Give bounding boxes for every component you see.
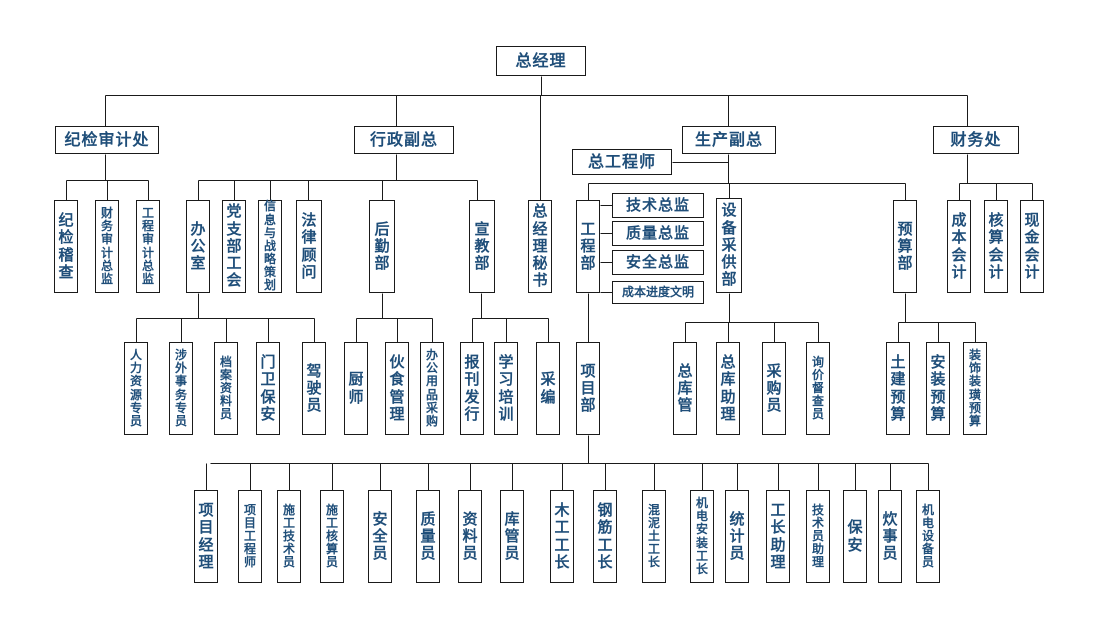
node-construction-tech: 施 工 技 术 员 [277, 490, 301, 583]
node-project-engineer: 项 目 工 程 师 [238, 490, 262, 583]
node-storekeeper: 库 管 员 [500, 490, 524, 583]
node-training: 学 习 培 训 [494, 342, 518, 435]
node-hr-specialist: 人 力 资 源 专 员 [124, 342, 148, 435]
node-finance-audit-director: 财 务 审 计 总 监 [95, 200, 119, 293]
node-office-supplies: 办 公 用 品 采 购 [420, 342, 444, 435]
node-tech-director: 技术总监 [612, 193, 704, 218]
node-ceo: 总经理 [496, 46, 586, 76]
node-legal-counsel: 法 律 顾 问 [296, 200, 322, 293]
node-procurement-dept: 设 备 采 供 部 [716, 198, 742, 293]
node-logistics: 后 勤 部 [369, 200, 395, 293]
node-safety-director: 安全总监 [612, 250, 704, 275]
node-gate-guard: 门 卫 保 安 [256, 342, 280, 435]
node-mep-equipment: 机 电 设 备 员 [916, 490, 940, 583]
node-technician-assistant: 技 术 员 助 理 [806, 490, 830, 583]
node-archivist: 档 案 资 料 员 [214, 342, 238, 435]
node-decoration-budget: 装 饰 装 璜 预 算 [963, 342, 987, 435]
node-catering-mgmt: 伙 食 管 理 [385, 342, 409, 435]
node-discipline-audit: 纪检审计处 [55, 126, 159, 154]
node-civil-budget: 土 建 预 算 [886, 342, 910, 435]
node-driver: 驾 驶 员 [302, 342, 326, 435]
node-mep-foreman: 机 电 安 装 工 长 [690, 490, 714, 583]
node-safety-officer: 安 全 员 [368, 490, 392, 583]
node-info-strategy: 信 息 与 战 略 策 划 [258, 200, 282, 293]
node-purchaser: 采 购 员 [762, 342, 786, 435]
node-party-union: 党 支 部 工 会 [222, 200, 246, 293]
node-warehouse-assistant: 总 库 助 理 [716, 342, 740, 435]
node-chef: 厨 师 [344, 342, 368, 435]
node-admin-vp: 行政副总 [354, 126, 454, 154]
node-office: 办 公 室 [186, 200, 210, 293]
node-finance: 财务处 [933, 126, 1019, 154]
node-publicity: 宣 教 部 [469, 200, 495, 293]
node-audit-accounting: 核 算 会 计 [984, 200, 1008, 293]
node-newspaper: 报 刊 发 行 [460, 342, 484, 435]
node-discipline-inspection: 纪 检 稽 查 [54, 200, 78, 293]
node-cook: 炊 事 员 [878, 490, 902, 583]
node-security-guard: 保 安 [843, 490, 867, 583]
node-chief-warehouse: 总 库 管 [673, 342, 697, 435]
node-price-inspector: 询 价 督 查 员 [806, 342, 830, 435]
node-documentation-officer: 资 料 员 [458, 490, 482, 583]
node-cash-accounting: 现 金 会 计 [1020, 200, 1044, 293]
node-install-budget: 安 装 预 算 [926, 342, 950, 435]
node-quality-director: 质量总监 [612, 221, 704, 246]
node-quality-officer: 质 量 员 [416, 490, 440, 583]
node-rebar-foreman: 钢 筋 工 长 [593, 490, 617, 583]
node-editor: 采 编 [536, 342, 560, 435]
node-statistician: 统 计 员 [725, 490, 749, 583]
node-production-vp: 生产副总 [682, 126, 776, 154]
node-foreman-assistant: 工 长 助 理 [766, 490, 790, 583]
node-project-manager: 项 目 经 理 [194, 490, 218, 583]
node-cost-progress: 成本进度文明 [612, 281, 704, 304]
node-engineering-dept: 工 程 部 [576, 200, 600, 293]
node-cost-accounting: 成 本 会 计 [947, 200, 971, 293]
node-carpentry-foreman: 木 工 工 长 [550, 490, 574, 583]
node-chief-engineer: 总工程师 [572, 149, 672, 175]
node-ceo-secretary: 总 经 理 秘 书 [528, 200, 552, 293]
node-concrete-foreman: 混 泥 土 工 长 [642, 490, 666, 583]
node-project-dept: 项 目 部 [576, 342, 600, 435]
node-foreign-affairs: 涉 外 事 务 专 员 [169, 342, 193, 435]
node-budget-dept: 预 算 部 [893, 200, 917, 293]
node-engineering-audit-director: 工 程 审 计 总 监 [136, 200, 160, 293]
node-construction-accountant: 施 工 核 算 员 [320, 490, 344, 583]
